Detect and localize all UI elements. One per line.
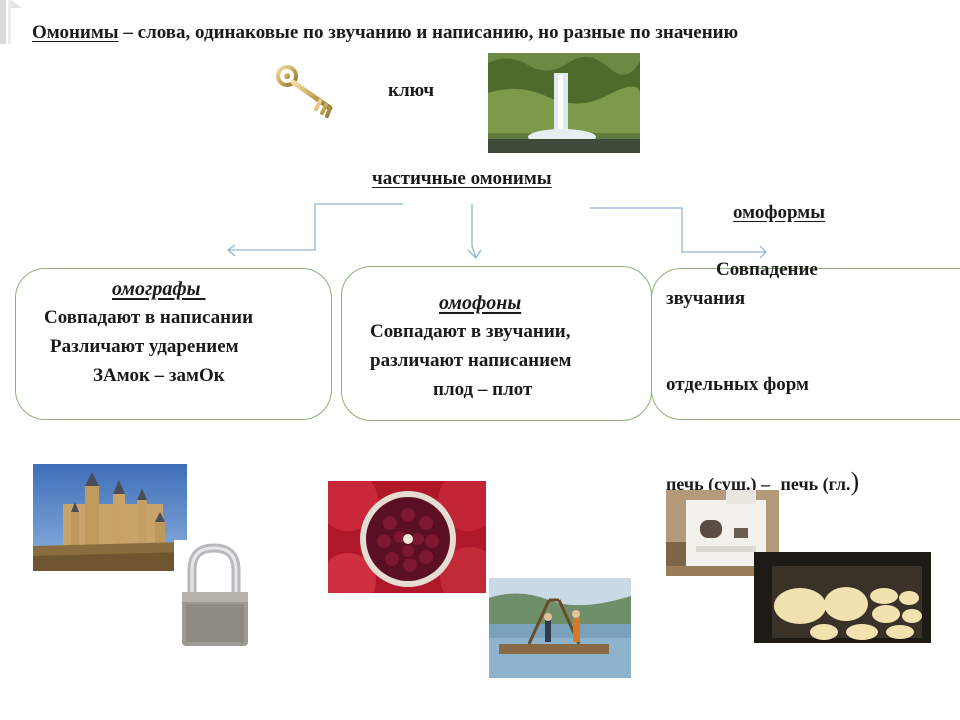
omofony-example: плод – плот xyxy=(433,379,533,400)
omografy-title: омографы xyxy=(112,278,206,300)
omoformy-example-verb: печь (гл. xyxy=(780,474,851,494)
omoformy-example: печь (сущ.) – печь (гл.) xyxy=(666,467,860,496)
omoformy-line2: звучания xyxy=(666,288,746,309)
partial-homonyms-title: частичные омонимы xyxy=(372,168,552,189)
raft-photo xyxy=(489,578,631,678)
omoformy-line1: Совпадение xyxy=(716,259,818,280)
castle-photo xyxy=(33,464,187,571)
bread-oven-photo xyxy=(754,552,931,643)
omofony-title: омофоны xyxy=(439,292,522,314)
spring-photo xyxy=(488,53,640,153)
omoformy-box: Совпадение звучания отдельных форм xyxy=(651,259,960,420)
definition-text: – слова, одинаковые по звучанию и написа… xyxy=(118,22,739,43)
omofony-line1: Совпадают в звучании, xyxy=(370,321,571,342)
slide-corner-mark-icon xyxy=(0,0,22,44)
omofony-line2: различают написанием xyxy=(370,350,572,371)
omografy-line1: Совпадают в написании xyxy=(44,307,254,328)
padlock-photo xyxy=(174,540,254,650)
omografy-example: ЗАмок – замОк xyxy=(93,365,225,386)
omografy-line2: Различают ударением xyxy=(50,336,239,357)
term-omonimy: Омонимы xyxy=(32,22,119,43)
stove-photo xyxy=(666,490,779,576)
key-word: ключ xyxy=(388,80,435,101)
key-icon xyxy=(276,65,333,118)
omoformy-example-noun: печь (сущ.) – xyxy=(666,474,771,494)
page-title: Омонимы – слова, одинаковые по звучанию … xyxy=(32,22,738,44)
omoformy-title: омоформы xyxy=(733,202,826,223)
omografy-box: омографы Совпадают в написании Различают… xyxy=(15,268,332,420)
pomegranate-photo xyxy=(328,481,486,593)
omoformy-line3: отдельных форм xyxy=(666,374,809,395)
omofony-box: омофоны Совпадают в звучании, различают … xyxy=(341,266,652,421)
